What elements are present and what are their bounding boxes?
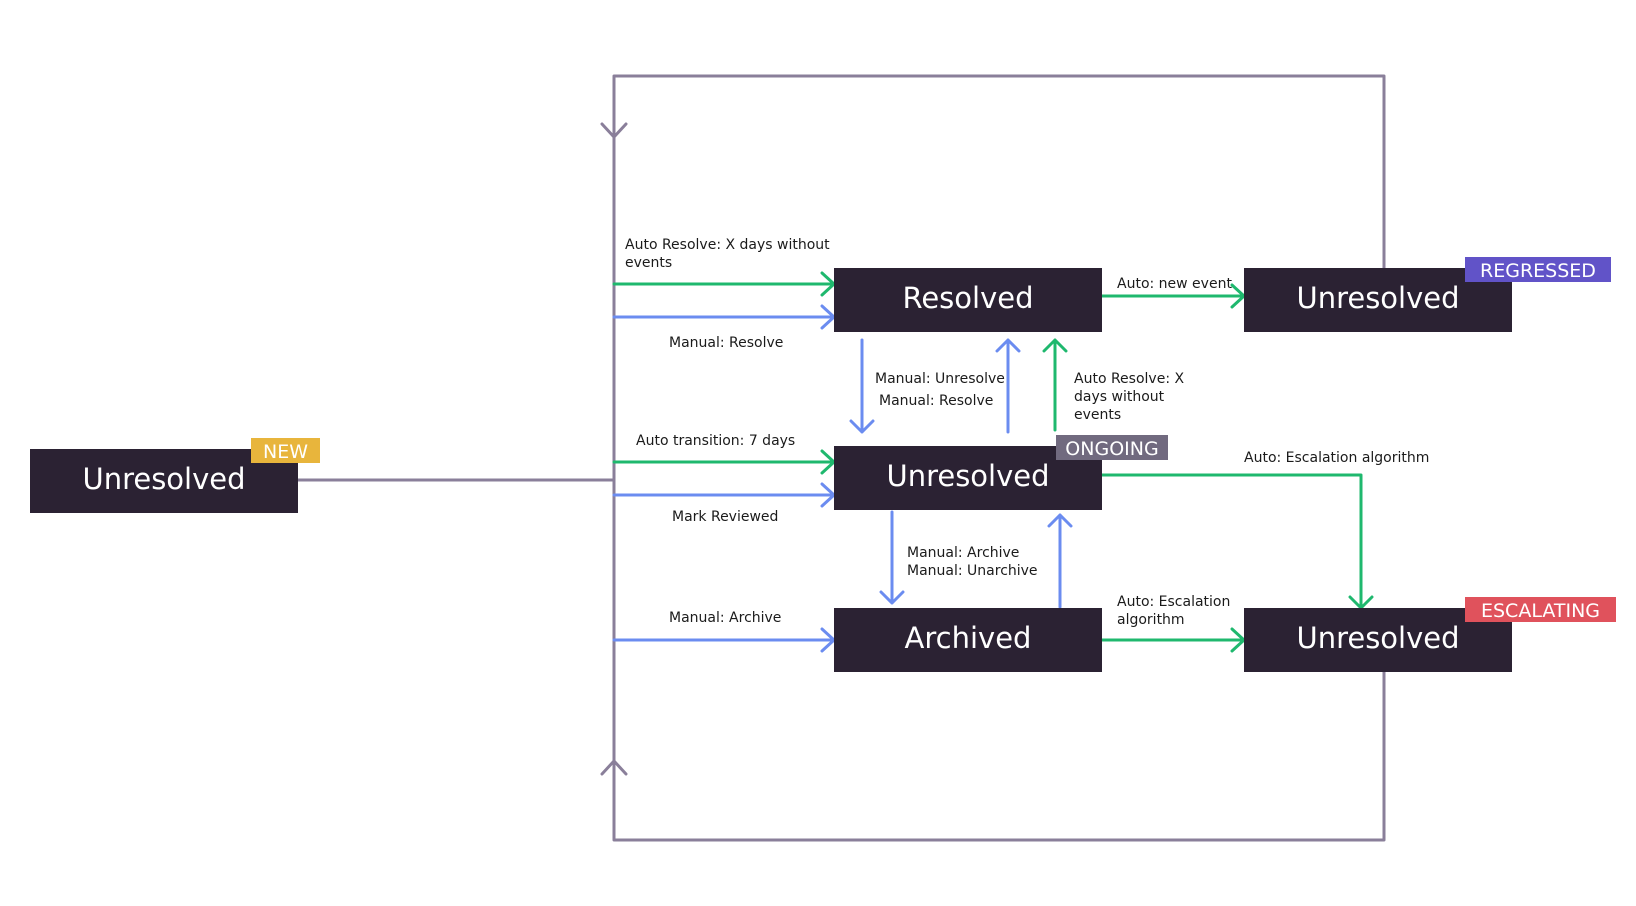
node-resolved-label: Resolved: [902, 281, 1033, 315]
ongoing-to-archived-edge: [879, 510, 905, 605]
label-auto-transition: Auto transition: 7 days: [636, 433, 795, 449]
manual-resolve-edge: [612, 304, 836, 330]
label-manual-resolve: Manual: Resolve: [669, 335, 783, 351]
badge-ongoing: ONGOING: [1056, 435, 1168, 460]
node-escalating-unresolved-label: Unresolved: [1296, 621, 1459, 655]
label-manual-archive-left: Manual: Archive: [669, 610, 781, 626]
badge-regressed: REGRESSED: [1465, 257, 1611, 282]
node-ongoing-unresolved-label: Unresolved: [886, 459, 1049, 493]
badge-escalating-label: ESCALATING: [1481, 600, 1600, 622]
ongoing-to-resolved-edge: [995, 338, 1021, 434]
label-mid-manual-resolve: Manual: Resolve: [879, 393, 993, 409]
auto-transition-edge: [612, 449, 836, 475]
label-lower-manual-unarchive: Manual: Unarchive: [907, 563, 1038, 579]
mark-reviewed-edge: [612, 482, 836, 508]
node-new-unresolved-label: Unresolved: [82, 462, 245, 496]
frame-lines: [296, 74, 1386, 842]
edge-labels: Auto Resolve: X days without events Manu…: [625, 237, 1429, 628]
auto-escalation-top-edge: [1100, 473, 1374, 610]
middle-edges: [849, 338, 1073, 609]
badge-regressed-label: REGRESSED: [1480, 260, 1596, 282]
label-auto-escalation-bottom-1: Auto: Escalation: [1117, 594, 1230, 610]
label-mid-auto-resolve-1: Auto Resolve: X: [1074, 371, 1184, 387]
node-archived: Archived: [834, 608, 1102, 672]
node-regressed-unresolved-label: Unresolved: [1296, 281, 1459, 315]
auto-escalation-bottom-edge: [1100, 627, 1246, 653]
node-escalating-unresolved: Unresolved: [1244, 608, 1512, 672]
label-mark-reviewed: Mark Reviewed: [672, 509, 778, 525]
node-new-unresolved: Unresolved: [30, 449, 298, 513]
label-auto-escalation-top: Auto: Escalation algorithm: [1244, 450, 1429, 466]
frame-loop-line: [612, 74, 1386, 842]
trunk-arrowhead-up: [600, 759, 628, 776]
label-auto-resolve-line1: Auto Resolve: X days without: [625, 237, 830, 253]
badge-ongoing-label: ONGOING: [1065, 438, 1158, 460]
label-auto-resolve-line2: events: [625, 255, 672, 271]
resolved-to-ongoing-edge: [849, 338, 875, 434]
badge-new: NEW: [251, 438, 320, 463]
label-auto-new-event: Auto: new event: [1117, 276, 1232, 292]
ongoing-auto-resolve-edge: [1042, 338, 1068, 432]
auto-resolve-edge: [612, 271, 836, 297]
label-mid-manual-unresolve: Manual: Unresolve: [875, 371, 1005, 387]
left-edges: [612, 271, 836, 653]
label-lower-manual-archive: Manual: Archive: [907, 545, 1019, 561]
label-mid-auto-resolve-2: days without: [1074, 389, 1165, 405]
node-archived-label: Archived: [905, 621, 1032, 655]
trunk-arrowhead-down: [600, 122, 628, 139]
badge-new-label: NEW: [263, 441, 308, 463]
archived-to-ongoing-edge: [1047, 513, 1073, 609]
node-resolved: Resolved: [834, 268, 1102, 332]
label-mid-auto-resolve-3: events: [1074, 407, 1121, 423]
label-auto-escalation-bottom-2: algorithm: [1117, 612, 1185, 628]
manual-archive-edge-left: [612, 627, 836, 653]
badge-escalating: ESCALATING: [1465, 597, 1616, 622]
